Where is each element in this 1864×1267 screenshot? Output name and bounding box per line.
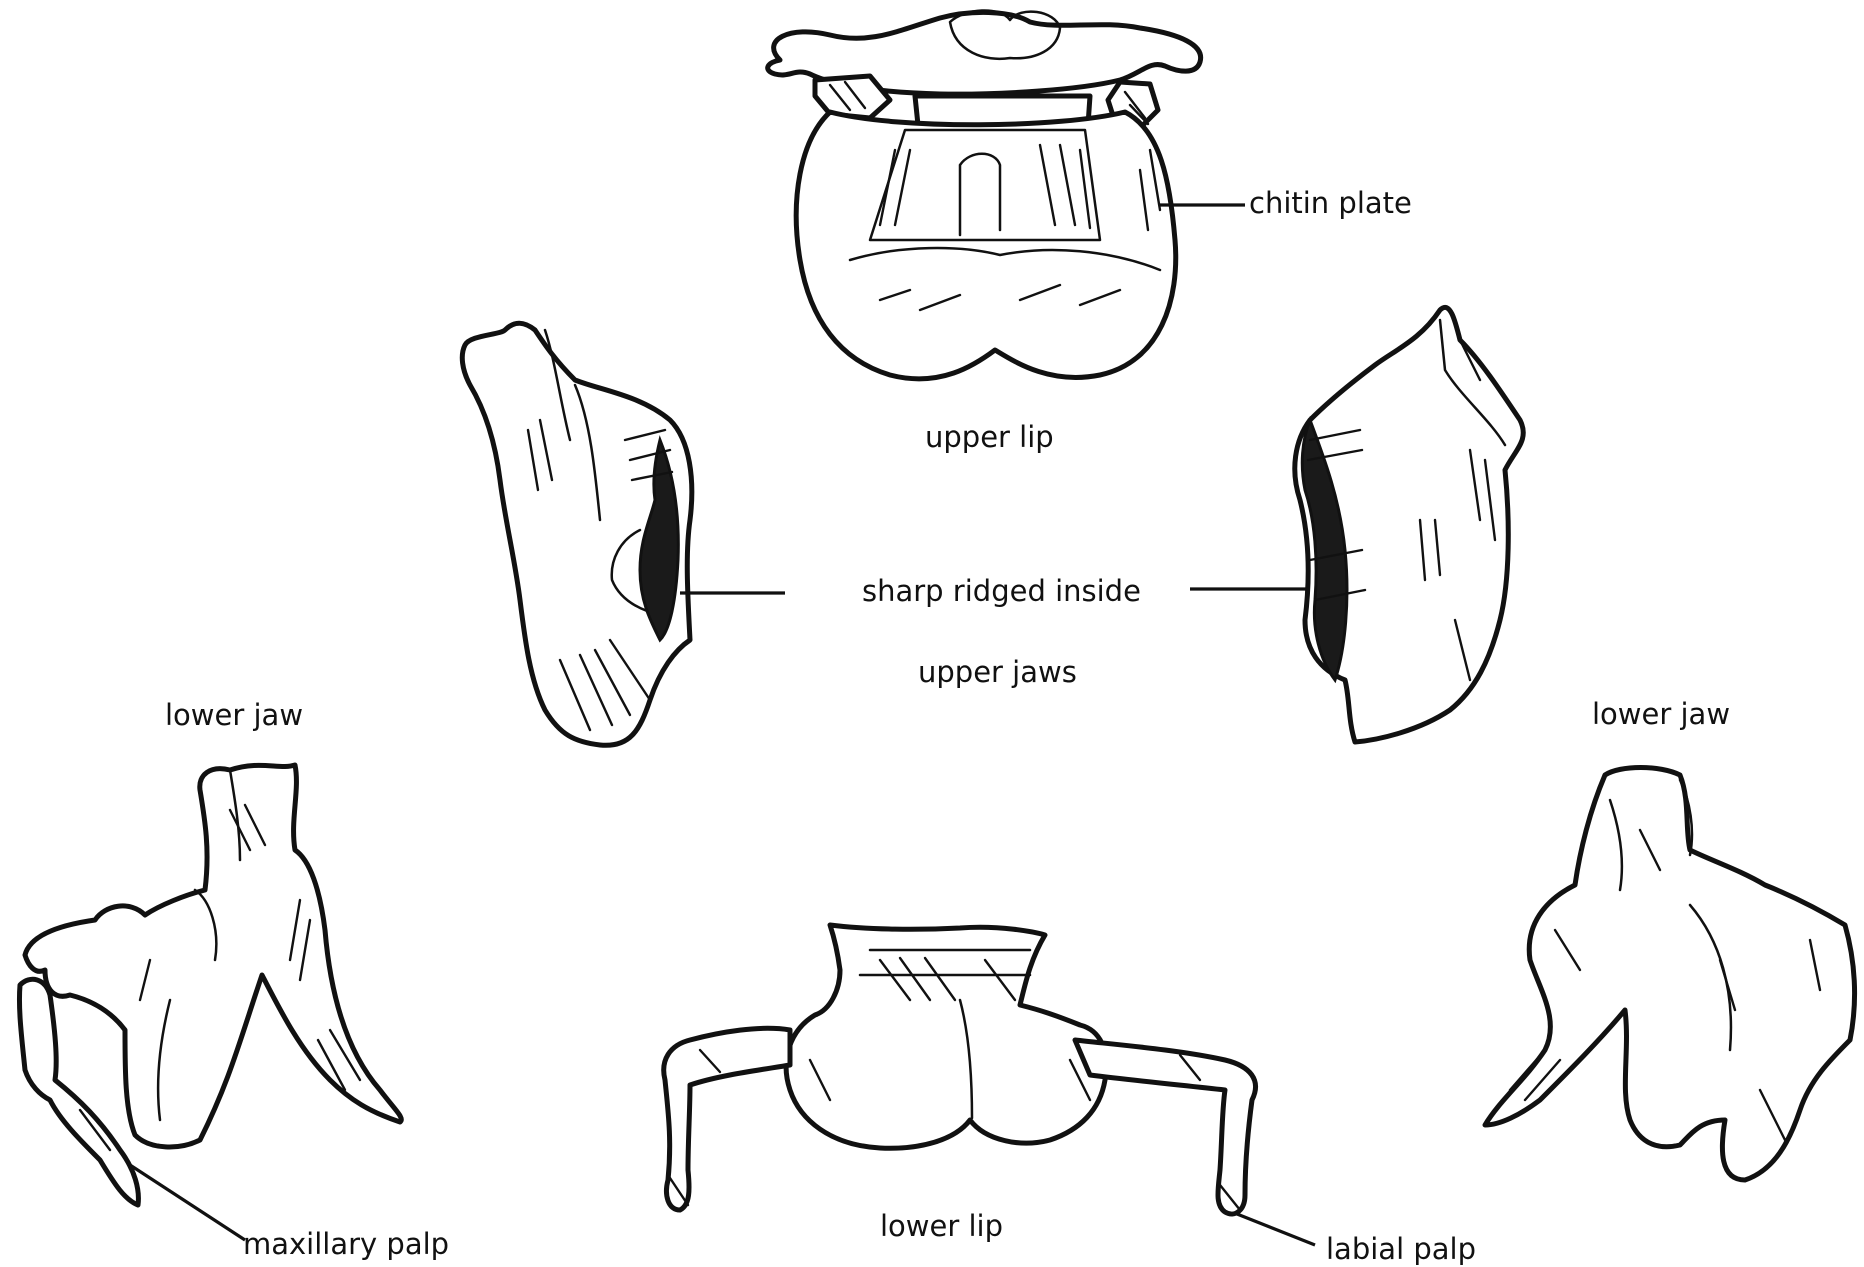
label-maxillary-palp: maxillary palp [243, 1227, 449, 1261]
lower-jaw-left-drawing [19, 765, 401, 1205]
label-chitin-plate: chitin plate [1249, 186, 1412, 220]
label-labial-palp: labial palp [1326, 1232, 1476, 1266]
upper-jaw-right-drawing [1295, 307, 1524, 742]
upper-jaw-left-drawing [462, 323, 692, 745]
upper-lip-drawing [768, 10, 1201, 378]
maxillary-palp-leader [130, 1165, 245, 1240]
labial-palp-leader [1237, 1214, 1315, 1245]
label-lower-jaw-left: lower jaw [165, 698, 303, 732]
label-upper-lip: upper lip [925, 420, 1054, 454]
label-lower-lip: lower lip [880, 1209, 1003, 1243]
label-upper-jaws: upper jaws [918, 655, 1077, 689]
label-sharp-ridged-inside: sharp ridged inside [862, 574, 1141, 608]
label-lower-jaw-right: lower jaw [1592, 697, 1730, 731]
lower-lip-drawing [664, 925, 1256, 1214]
lower-jaw-right-drawing [1485, 768, 1855, 1181]
